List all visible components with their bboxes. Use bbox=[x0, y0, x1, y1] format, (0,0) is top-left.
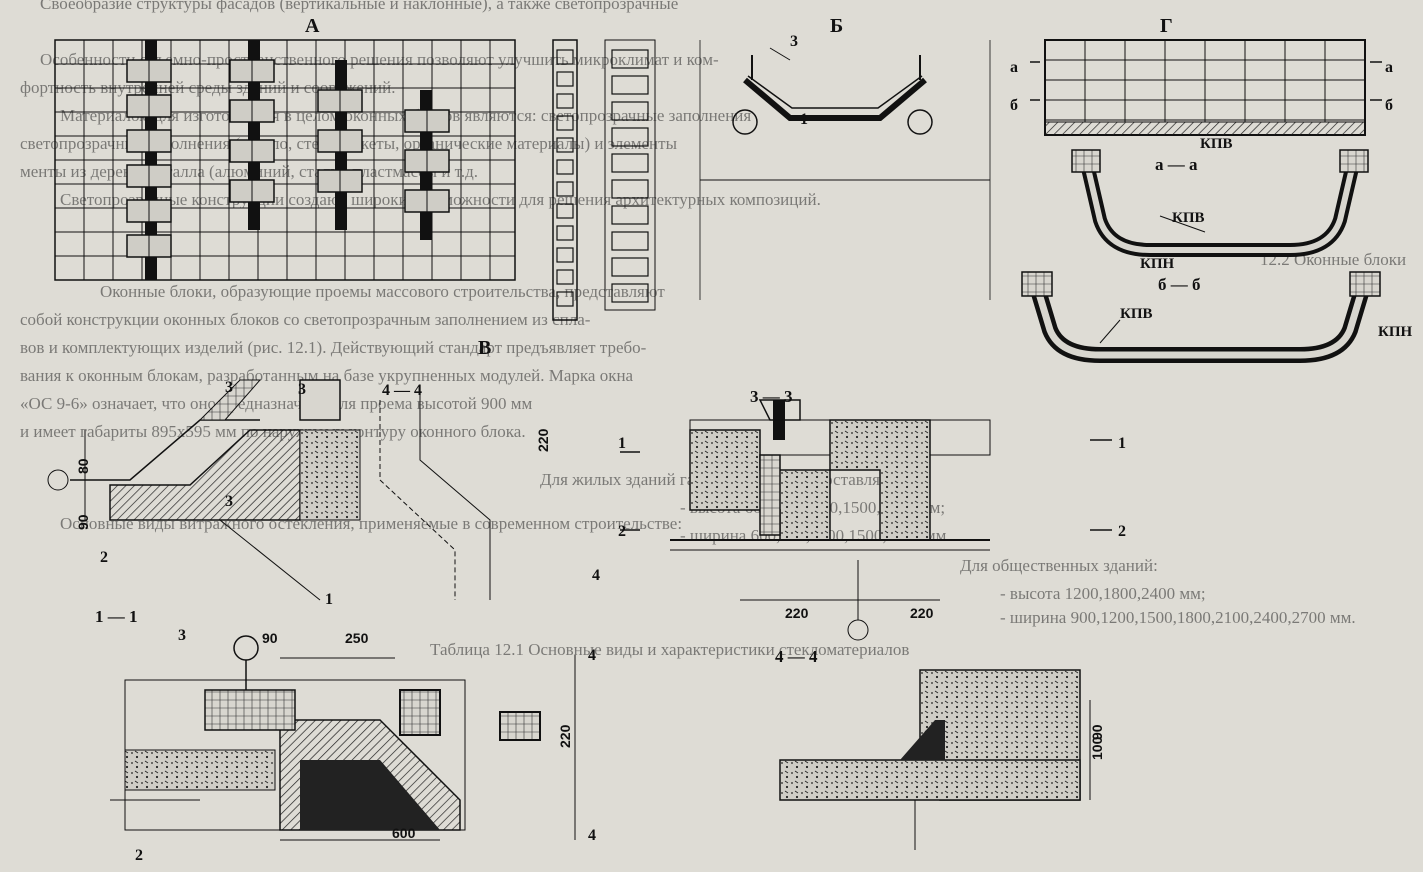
strip-pane bbox=[556, 93, 574, 109]
callout-3-v-c: 3 bbox=[225, 493, 233, 510]
strip-pane bbox=[611, 101, 649, 121]
dim-220-a: 220 bbox=[785, 605, 809, 621]
callout-2-33-left: 2 bbox=[618, 523, 626, 540]
strip-pane bbox=[611, 49, 649, 69]
dim-90-11: 90 bbox=[262, 630, 278, 646]
panel-label-b: Б bbox=[830, 15, 843, 37]
callout-3-11: 3 bbox=[178, 627, 186, 644]
callout-3-v-b: 3 bbox=[298, 381, 306, 398]
section-1-1 bbox=[110, 635, 576, 841]
strip-pane bbox=[611, 75, 649, 95]
panel-g-elevation bbox=[1021, 39, 1382, 363]
callout-2-33-right: 2 bbox=[1118, 523, 1126, 540]
dim-100: 100 bbox=[1089, 736, 1105, 760]
cut-mark-b-right: б bbox=[1385, 97, 1393, 114]
panel-a-facade-grid bbox=[54, 39, 516, 281]
strip-pane bbox=[611, 179, 649, 199]
section-label-bb: б — б bbox=[1158, 275, 1201, 294]
strip-pane bbox=[611, 127, 649, 147]
panel-label-v: В bbox=[478, 337, 491, 359]
strip-pane bbox=[556, 49, 574, 65]
strip-pane bbox=[556, 291, 574, 307]
callout-4-33: 4 bbox=[592, 567, 600, 584]
strip-pane bbox=[611, 257, 649, 277]
panel-v-section-33 bbox=[620, 399, 1112, 641]
callout-4-11-top: 4 bbox=[588, 647, 596, 664]
strip-pane bbox=[556, 247, 574, 263]
strip-pane bbox=[556, 137, 574, 153]
callout-1-33-right: 1 bbox=[1118, 435, 1126, 452]
section-label-aa: а — а bbox=[1155, 155, 1198, 174]
strip-pane bbox=[611, 283, 649, 303]
cut-mark-a-right: а bbox=[1385, 59, 1393, 76]
strip-pane bbox=[556, 225, 574, 241]
dim-90-44: 90 bbox=[1089, 724, 1105, 740]
callout-4-11-bottom: 4 bbox=[588, 827, 596, 844]
strip-pane bbox=[556, 71, 574, 87]
callout-2-11: 2 bbox=[135, 847, 143, 864]
strip-pane bbox=[611, 153, 649, 173]
section-label-11: 1 — 1 bbox=[95, 607, 138, 626]
cut-mark-a-left: а bbox=[1010, 59, 1018, 76]
dim-600: 600 bbox=[392, 825, 416, 841]
panel-v-section-left bbox=[47, 379, 491, 601]
section-label-44-top: 4 — 4 bbox=[382, 382, 422, 399]
dim-80: 80 bbox=[75, 458, 91, 474]
strip-pane bbox=[556, 203, 574, 219]
dim-220-v: 220 bbox=[535, 428, 551, 452]
callout-kpn-bb: КПН bbox=[1378, 324, 1413, 340]
section-4-4 bbox=[779, 669, 1091, 850]
callout-3-v-a: 3 bbox=[225, 379, 233, 396]
dim-90-v: 90 bbox=[75, 514, 91, 530]
strip-pane bbox=[556, 181, 574, 197]
callout-kpn-aa: КПН bbox=[1140, 256, 1175, 272]
section-label-44: 4 — 4 bbox=[775, 647, 818, 666]
strip-pane bbox=[556, 159, 574, 175]
dim-220-11: 220 bbox=[557, 724, 573, 748]
callout-1-b: 1 bbox=[800, 111, 808, 128]
callout-3-b: 3 bbox=[790, 33, 798, 50]
strip-pane bbox=[611, 231, 649, 251]
strip-pane bbox=[556, 269, 574, 285]
strip-pane bbox=[611, 205, 649, 225]
callout-2-v: 2 bbox=[100, 549, 108, 566]
section-label-33: 3 — 3 bbox=[750, 387, 793, 406]
callout-kpv-g: КПВ bbox=[1200, 136, 1233, 152]
panel-label-a: А bbox=[305, 15, 320, 37]
dim-250: 250 bbox=[345, 630, 369, 646]
dim-220-b: 220 bbox=[910, 605, 934, 621]
strip-pane bbox=[556, 115, 574, 131]
panel-b-bay-plan bbox=[552, 39, 991, 321]
callout-kpv-bb: КПВ bbox=[1120, 306, 1153, 322]
panel-label-g: Г bbox=[1160, 15, 1173, 37]
cut-mark-b-left: б bbox=[1010, 97, 1018, 114]
callout-kpv-aa: КПВ bbox=[1172, 210, 1205, 226]
callout-1-v: 1 bbox=[325, 591, 333, 608]
callout-1-33-left: 1 bbox=[618, 435, 626, 452]
